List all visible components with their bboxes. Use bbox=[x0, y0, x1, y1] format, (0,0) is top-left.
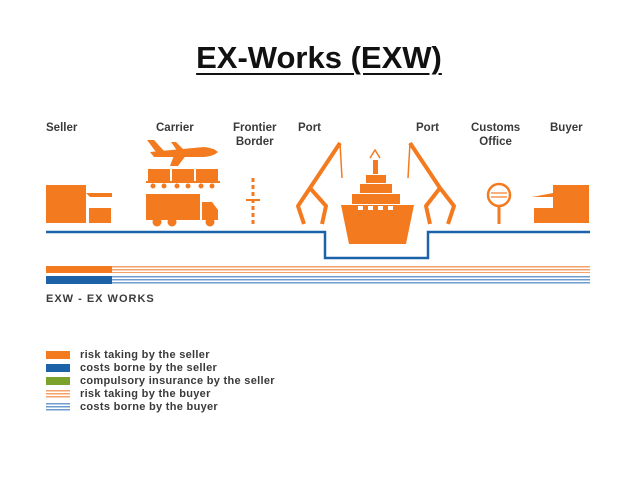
transport-scene bbox=[46, 140, 590, 260]
legend-swatch bbox=[46, 350, 70, 359]
label-carrier: Carrier bbox=[156, 122, 194, 134]
label-seller: Seller bbox=[46, 122, 78, 134]
truck-icon bbox=[146, 194, 218, 227]
legend-swatch bbox=[46, 389, 70, 398]
label-customs-line2: Office bbox=[479, 136, 512, 148]
crane-icon bbox=[407, 141, 456, 225]
ground-line bbox=[46, 230, 590, 260]
warehouse-icon bbox=[532, 185, 589, 223]
border-post-icon bbox=[246, 178, 260, 226]
legend-swatch bbox=[46, 376, 70, 385]
legend-label: risk taking by the buyer bbox=[80, 387, 211, 400]
risk-seller-segment bbox=[46, 266, 112, 273]
section-label: EXW - EX WORKS bbox=[46, 293, 155, 305]
customs-sign-icon bbox=[486, 182, 512, 224]
page-title: EX-Works (EXW) bbox=[196, 40, 442, 75]
label-customs: Customs Office bbox=[471, 121, 520, 149]
legend: risk taking by the seller costs borne by… bbox=[46, 348, 275, 413]
legend-item-risk-seller: risk taking by the seller bbox=[46, 348, 275, 361]
legend-label: costs borne by the buyer bbox=[80, 400, 219, 413]
legend-item-insurance-seller: compulsory insurance by the seller bbox=[46, 374, 275, 387]
ship-icon bbox=[341, 148, 414, 244]
legend-label: risk taking by the seller bbox=[80, 348, 210, 361]
crane-icon bbox=[296, 141, 343, 225]
legend-item-risk-buyer: risk taking by the buyer bbox=[46, 387, 275, 400]
plane-icon bbox=[147, 140, 218, 166]
label-frontier: Frontier Border bbox=[233, 121, 276, 149]
risk-buyer-segment bbox=[112, 266, 590, 273]
legend-label: costs borne by the seller bbox=[80, 361, 218, 374]
legend-swatch bbox=[46, 363, 70, 372]
legend-label: compulsory insurance by the seller bbox=[80, 374, 275, 387]
label-customs-line1: Customs bbox=[471, 122, 521, 134]
label-port-right: Port bbox=[416, 122, 439, 134]
train-icon bbox=[146, 169, 220, 189]
label-frontier-line2: Border bbox=[235, 136, 274, 148]
label-port-left: Port bbox=[298, 122, 321, 134]
cost-seller-segment bbox=[46, 276, 112, 284]
cost-buyer-segment bbox=[112, 276, 590, 284]
label-buyer: Buyer bbox=[550, 122, 583, 134]
legend-item-cost-buyer: costs borne by the buyer bbox=[46, 400, 275, 413]
legend-item-cost-seller: costs borne by the seller bbox=[46, 361, 275, 374]
warehouse-icon bbox=[46, 185, 112, 223]
label-frontier-line1: Frontier bbox=[233, 122, 277, 134]
legend-swatch bbox=[46, 402, 70, 411]
